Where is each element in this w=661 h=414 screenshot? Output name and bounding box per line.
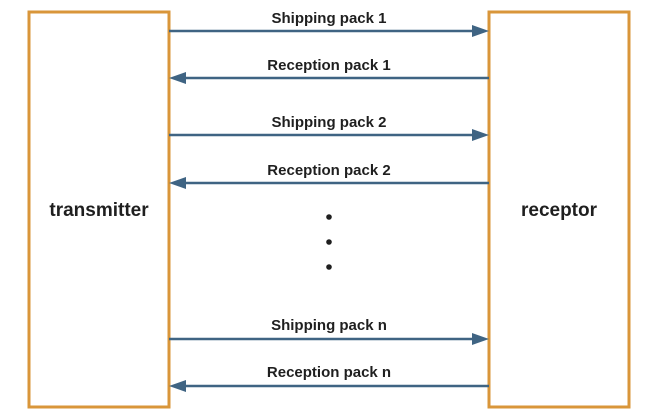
arrowhead-left-icon <box>169 380 186 392</box>
arrowhead-right-icon <box>472 129 489 141</box>
transmitter-box <box>27 10 171 409</box>
arrowhead-left-icon <box>169 177 186 189</box>
transmitter-label: transmitter <box>49 200 149 221</box>
message-label: Reception pack 2 <box>267 162 390 179</box>
ellipsis-dot <box>326 239 332 245</box>
message-label: Shipping pack 2 <box>271 114 386 131</box>
message-label: Reception pack n <box>267 364 391 381</box>
message-label: Shipping pack n <box>271 317 387 334</box>
vertical-ellipsis <box>326 214 332 270</box>
ellipsis-dot <box>326 264 332 270</box>
arrowhead-right-icon <box>472 333 489 345</box>
receptor-box <box>487 10 631 409</box>
receptor-label: receptor <box>521 200 598 221</box>
ellipsis-dot <box>326 214 332 220</box>
message-label: Reception pack 1 <box>267 57 390 74</box>
arrowhead-right-icon <box>472 25 489 37</box>
message-label: Shipping pack 1 <box>271 10 386 27</box>
arrowhead-left-icon <box>169 72 186 84</box>
